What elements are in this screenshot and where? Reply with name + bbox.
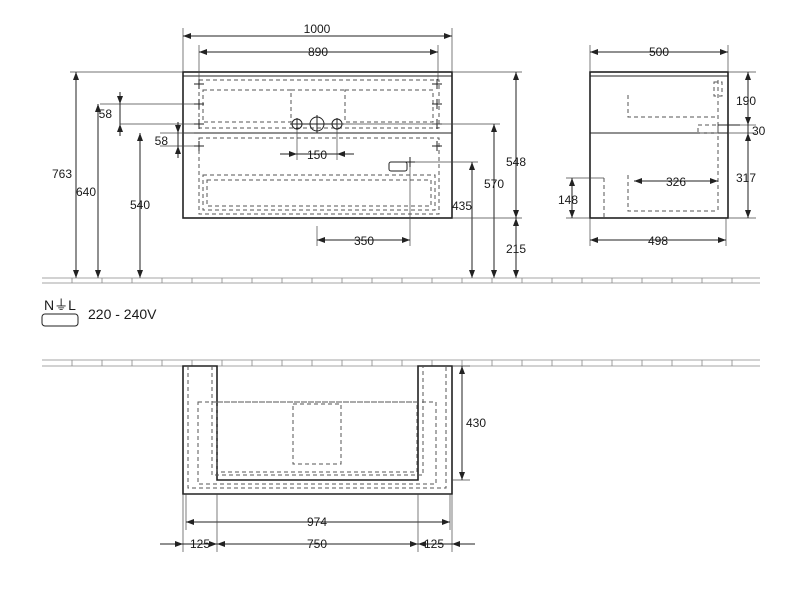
- socket-icon: [41, 313, 79, 327]
- dim-125-right: 125: [424, 537, 444, 551]
- dim-763: 763: [52, 167, 72, 181]
- cabinet-front-outline: [182, 71, 453, 219]
- dim-750: 750: [307, 537, 327, 551]
- nl-symbol-label: N⏚L: [44, 297, 76, 313]
- dim-548: 548: [506, 155, 526, 169]
- electrical-legend: N⏚L 220 - 240V: [41, 297, 157, 327]
- dim-540: 540: [130, 198, 150, 212]
- dim-148: 148: [558, 193, 578, 207]
- dim-58-upper: 58: [99, 107, 113, 121]
- cabinet-side-outline: [589, 71, 729, 219]
- dim-width-1000: 1000: [304, 22, 331, 36]
- dim-width-890: 890: [308, 45, 328, 59]
- dim-58-lower: 58: [155, 134, 169, 148]
- dim-430: 430: [466, 416, 486, 430]
- dim-974: 974: [307, 515, 327, 529]
- dim-640: 640: [76, 185, 96, 199]
- dim-350: 350: [354, 234, 374, 248]
- top-view: 430 974 125 750 125: [42, 359, 760, 552]
- dim-190: 190: [736, 94, 756, 108]
- dim-326: 326: [666, 175, 686, 189]
- dim-125-left: 125: [190, 537, 210, 551]
- front-view: 1000 890 58 58 150 763 640: [52, 22, 526, 278]
- socket-box: [388, 161, 408, 172]
- dim-30: 30: [752, 124, 766, 138]
- dim-317: 317: [736, 171, 756, 185]
- floor-line: [42, 277, 760, 284]
- tap-holes: [290, 115, 344, 133]
- voltage-label: 220 - 240V: [88, 306, 157, 322]
- dim-498: 498: [648, 234, 668, 248]
- cabinet-top-outline: [182, 365, 453, 495]
- dim-570: 570: [484, 177, 504, 191]
- dim-435: 435: [452, 199, 472, 213]
- dim-215: 215: [506, 242, 526, 256]
- side-view: 500 190 30 317 326 148 498: [558, 45, 766, 248]
- dim-500: 500: [649, 45, 669, 59]
- dim-150: 150: [307, 148, 327, 162]
